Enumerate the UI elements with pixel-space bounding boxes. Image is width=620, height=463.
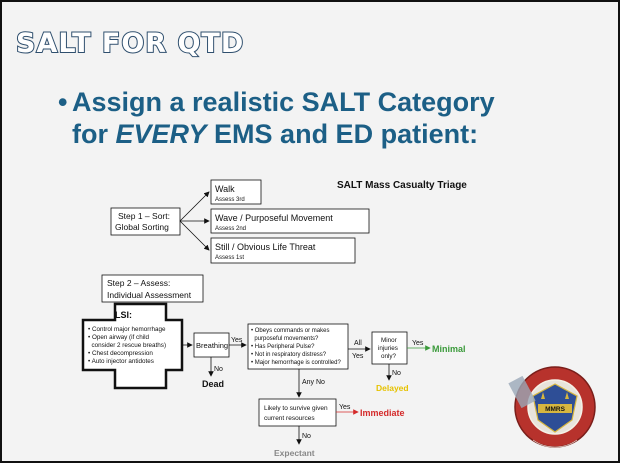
arrow-to-walk	[179, 191, 210, 222]
step1-line2: Global Sorting	[115, 222, 169, 232]
seal-banner	[538, 404, 572, 413]
slide-title: SALT FOR QTD	[15, 27, 245, 60]
breathing-label: Breathing	[196, 341, 228, 350]
bullet-line-2: for EVERY EMS and ED patient:	[72, 118, 592, 150]
seal-badge-text: MMRS	[545, 406, 566, 413]
wave-box: Wave / Purposeful Movement Assess 2nd	[210, 208, 370, 234]
step1-line1: Step 1 – Sort:	[118, 211, 170, 221]
walk-box: Walk Assess 3rd	[210, 179, 262, 205]
question-2: • Has Peripheral Pulse?	[251, 344, 315, 350]
bullet-line-1-text: Assign a realistic SALT Category	[72, 87, 495, 117]
bullet-text: •Assign a realistic SALT Category for EV…	[58, 86, 592, 150]
survive-no-label: No	[302, 433, 311, 440]
lsi-item-5: • Auto injector antidotes	[88, 358, 154, 365]
question-1: • Obeys commands or makes	[251, 328, 329, 334]
delayed-label: Delayed	[376, 383, 409, 393]
step1-box: Step 1 – Sort: Global Sorting	[110, 207, 181, 236]
lsi-item-4: • Chest decompression	[88, 350, 153, 357]
arrow-to-still	[179, 220, 210, 251]
walk-sub: Assess 3rd	[215, 197, 245, 203]
lsi-item-1: • Control major hemorrhage	[88, 326, 166, 333]
bullet-mark: •	[58, 87, 68, 117]
walk-label: Walk	[215, 184, 235, 194]
question-3: • Not in respiratory distress?	[251, 352, 327, 358]
seal-lettering-arc	[532, 439, 578, 448]
minor-yes-label: Yes	[412, 340, 424, 347]
question-1b: purposeful movements?	[251, 336, 319, 342]
still-label: Still / Obvious Life Threat	[215, 242, 316, 252]
mmrs-seal: MMRS	[508, 366, 596, 448]
survive-line1: Likely to survive given	[264, 405, 328, 412]
step2-line1: Step 2 – Assess:	[107, 278, 170, 288]
bullet-line-2-pre: for	[72, 119, 116, 149]
seal-gray-overlay	[508, 375, 536, 409]
minor-line3: only?	[381, 353, 397, 360]
all-label: All	[354, 340, 362, 347]
lsi-item-2: • Open airway (if child	[88, 334, 149, 341]
wave-sub: Assess 2nd	[215, 226, 246, 232]
minimal-label: Minimal	[432, 344, 466, 354]
lsi-cross	[81, 302, 184, 390]
minor-no-label: No	[392, 370, 401, 377]
bullet-line-2-post: EMS and ED patient:	[206, 119, 479, 149]
survive-line2: current resources	[264, 415, 315, 422]
survive-box: Likely to survive given current resource…	[258, 398, 337, 427]
dead-label: Dead	[202, 379, 224, 389]
still-box: Still / Obvious Life Threat Assess 1st	[210, 237, 356, 264]
still-sub: Assess 1st	[215, 255, 244, 261]
wave-label: Wave / Purposeful Movement	[215, 213, 333, 223]
questions-box: • Obeys commands or makes purposeful mov…	[247, 323, 349, 370]
expectant-label: Expectant	[274, 448, 315, 458]
immediate-label: Immediate	[360, 408, 405, 418]
diagram-title: SALT Mass Casualty Triage	[337, 180, 467, 191]
question-4: • Major hemorrhage is controlled?	[251, 360, 341, 366]
minor-injuries-box: Minor injuries only?	[371, 331, 408, 365]
step2-line2: Individual Assessment	[107, 290, 192, 300]
minor-line2: injuries	[378, 345, 398, 352]
seal-star-icon	[541, 392, 569, 399]
any-no-label: Any No	[302, 379, 325, 386]
lsi-item-3: consider 2 rescue breaths)	[88, 342, 166, 349]
minor-line1: Minor	[381, 337, 397, 344]
breathing-box: Breathing	[193, 332, 230, 358]
breathing-no-label: No	[214, 366, 223, 373]
all-yes-label: Yes	[352, 353, 364, 360]
step2-box: Step 2 – Assess: Individual Assessment	[101, 274, 204, 303]
bullet-line-2-emphasis: EVERY	[115, 119, 207, 149]
breathing-yes-label: Yes	[231, 337, 243, 344]
survive-yes-label: Yes	[339, 404, 351, 411]
lsi-title: LSI:	[115, 310, 132, 320]
bullet-line-1: •Assign a realistic SALT Category	[58, 86, 592, 118]
